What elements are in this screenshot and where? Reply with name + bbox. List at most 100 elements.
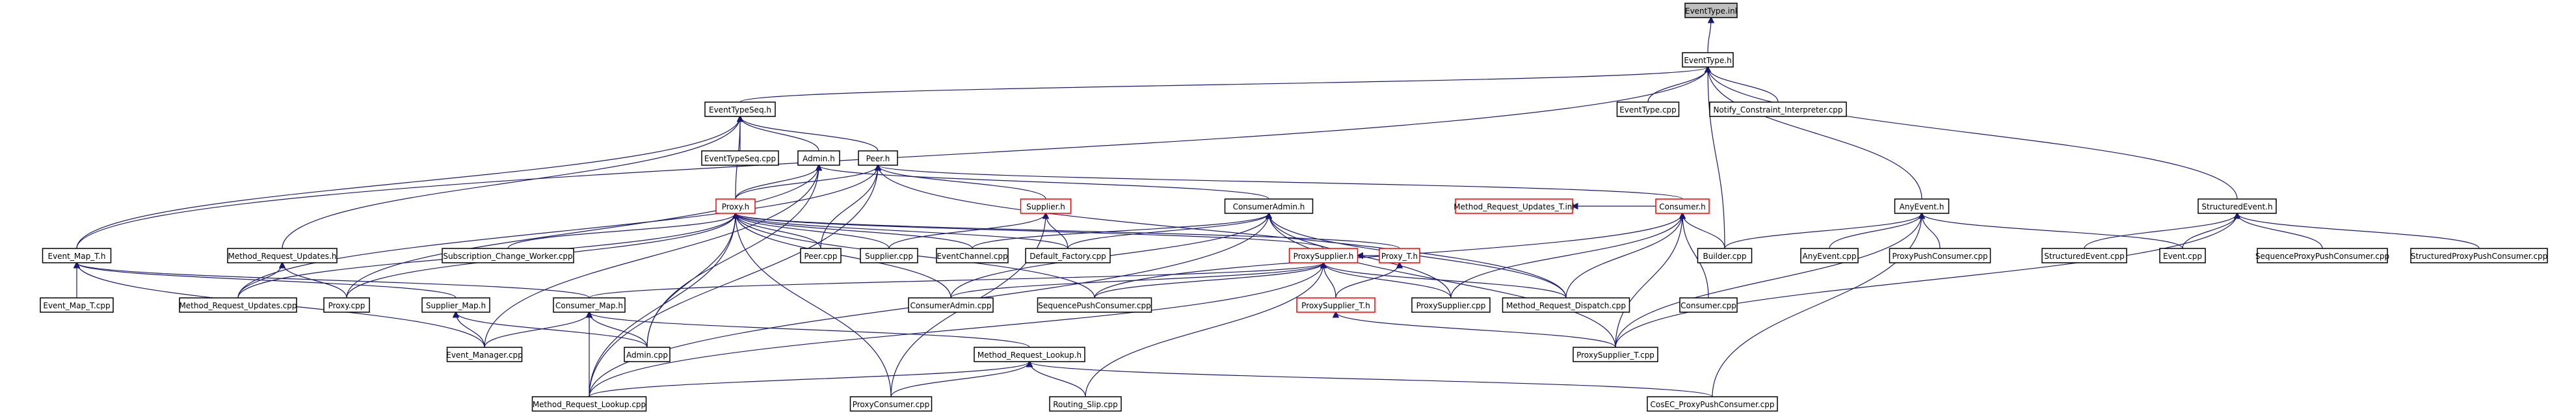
node-event-manager-cpp[interactable]: Event_Manager.cpp [446,347,523,362]
node-proxy-t-h[interactable]: Proxy_T.h [1379,248,1420,263]
edge-structproxypushconsumer_cpp-to-structuredevent_h [2237,213,2480,249]
node-box [323,297,370,313]
node-eventtype-h[interactable]: EventType.h [1682,52,1734,68]
node-box [1049,396,1122,412]
node-anyevent-cpp[interactable]: AnyEvent.cpp [1800,248,1859,263]
edge-mrl_h-to-consumer_map_h [589,312,1030,348]
edge-default_factory_cpp-to-proxy_h [736,213,1069,249]
edge-consumeradmin_cpp-to-proxysupplier_h [950,263,1323,299]
edge-proxysupplier_h-to-proxy_h [736,213,1324,249]
node-mrd-cpp[interactable]: Method_Request_Dispatch.cpp [1502,297,1630,313]
node-label: AnyEvent.cpp [1803,252,1857,261]
node-anyevent-h[interactable]: AnyEvent.h [1894,198,1950,214]
node-eventtypeseq-h[interactable]: EventTypeSeq.h [704,101,776,117]
node-label: Builder.cpp [1703,252,1747,261]
node-proxyconsumer-cpp[interactable]: ProxyConsumer.cpp [849,396,933,412]
node-label: EventChannel.cpp [936,252,1007,261]
node-structuredevent-h[interactable]: StructuredEvent.h [2198,198,2277,214]
node-box [1379,248,1420,263]
node-box [1296,297,1375,313]
node-label: Event_Manager.cpp [446,351,523,360]
node-mrl-h[interactable]: Method_Request_Lookup.h [974,347,1085,362]
node-structproxypushconsumer-cpp[interactable]: StructuredProxyPushConsumer.cpp [2410,248,2548,263]
node-consumeradmin-h[interactable]: ConsumerAdmin.h [1224,198,1314,214]
edge-routing_slip_cpp-to-mrl_h [1029,362,1086,397]
node-eventtype-cpp[interactable]: EventType.cpp [1616,101,1680,117]
node-cosec-ppc-cpp[interactable]: CosEC_ProxyPushConsumer.cpp [1647,396,1778,412]
edge-event_map_t_h-to-eventtypeseq_h [76,116,740,249]
node-eventtype-inl[interactable]: EventType.inl [1684,3,1738,18]
node-label: StructuredEvent.h [2201,202,2272,211]
edge-proxyconsumer_cpp-to-proxy_h [736,213,892,397]
node-notify-ci-cpp[interactable]: Notify_Constraint_Interpreter.cpp [1709,101,1847,117]
node-box [1889,248,1991,263]
edge-proxy_h-to-admin_h [735,165,819,200]
node-mru-t-inl[interactable]: Method_Request_Updates_T.inl [1454,198,1574,214]
node-proxysupplier-t-cpp[interactable]: ProxySupplier_T.cpp [1573,347,1658,362]
node-seqproxypushconsumer-cpp[interactable]: SequenceProxyPushConsumer.cpp [2255,248,2389,263]
node-default-factory-cpp[interactable]: Default_Factory.cpp [1025,248,1111,263]
node-consumer-h[interactable]: Consumer.h [1655,198,1710,214]
node-proxy-h[interactable]: Proxy.h [715,198,756,214]
node-proxy-cpp[interactable]: Proxy.cpp [323,297,370,313]
edge-mrl_cpp-to-proxysupplier_h [589,263,1323,397]
node-box [797,150,840,166]
node-admin-cpp[interactable]: Admin.cpp [624,347,671,362]
node-consumer-cpp[interactable]: Consumer.cpp [1679,297,1738,313]
edge-consumer_cpp-to-consumer_h [1682,213,1709,299]
node-scw-cpp[interactable]: Subscription_Change_Worker.cpp [442,248,574,263]
node-label: SequencePushConsumer.cpp [1038,301,1150,310]
node-admin-h[interactable]: Admin.h [797,150,840,166]
node-mrl-cpp[interactable]: Method_Request_Lookup.cpp [531,396,647,412]
edge-mrl_cpp-to-peer_h [589,165,878,397]
node-box [715,198,756,214]
edge-admin_cpp-to-proxy_h [646,213,736,348]
node-label: Method_Request_Updates.h [228,252,337,261]
node-seqpushconsumer-cpp[interactable]: SequencePushConsumer.cpp [1037,297,1152,313]
node-consumer-map-h[interactable]: Consumer_Map.h [553,297,626,313]
node-event-map-t-h[interactable]: Event_Map_T.h [42,248,112,263]
edge-event_manager_cpp-to-admin_h [484,165,819,348]
edge-consumer_h-to-peer_h [878,165,1683,200]
edge-scw_cpp-to-proxy_h [507,213,736,249]
node-proxysupplier-t-h[interactable]: ProxySupplier_T.h [1296,297,1375,313]
node-box [553,297,626,313]
node-supplier-map-h[interactable]: Supplier_Map.h [421,297,490,313]
node-peer-h[interactable]: Peer.h [858,150,898,166]
node-box [421,297,490,313]
node-peer-cpp[interactable]: Peer.cpp [800,248,842,263]
edge-proxysupplier_t_h-to-proxy_t_h [1335,263,1400,299]
node-routing-slip-cpp[interactable]: Routing_Slip.cpp [1049,396,1122,412]
edge-proxysupplier_t_cpp-to-anyevent_h [1615,213,1922,348]
node-label: Admin.cpp [626,351,668,360]
node-mru-cpp[interactable]: Method_Request_Updates.cpp [179,297,297,313]
node-consumeradmin-cpp[interactable]: ConsumerAdmin.cpp [908,297,994,313]
edge-notify_ci_cpp-to-eventtype_h [1708,67,1779,103]
node-box [1682,52,1734,68]
node-proxypushconsumer-cpp[interactable]: ProxyPushConsumer.cpp [1889,248,1991,263]
node-event-cpp[interactable]: Event.cpp [2159,248,2206,263]
node-box [40,297,114,313]
node-box [849,396,933,412]
node-label: Supplier.cpp [865,252,913,261]
node-eventtypeseq-cpp[interactable]: EventTypeSeq.cpp [701,150,779,166]
edge-proxyconsumer_cpp-to-mrl_h [890,362,1029,397]
edge-proxy_h-to-peer_h [735,165,878,200]
edge-default_factory_cpp-to-consumeradmin_h [1067,213,1269,249]
edge-anyevent_h-to-eventtype_h [1708,67,1922,200]
edge-event_cpp-to-anyevent_h [1922,213,2183,249]
node-mru-h[interactable]: Method_Request_Updates.h [227,248,338,263]
node-structuredevent-cpp[interactable]: StructuredEvent.cpp [2041,248,2127,263]
node-label: ConsumerAdmin.h [1233,202,1305,211]
node-event-map-t-cpp[interactable]: Event_Map_T.cpp [40,297,114,313]
node-supplier-cpp[interactable]: Supplier.cpp [860,248,918,263]
node-supplier-h[interactable]: Supplier.h [1020,198,1072,214]
node-proxysupplier-h[interactable]: ProxySupplier.h [1288,248,1359,263]
node-eventchannel-cpp[interactable]: EventChannel.cpp [936,248,1009,263]
node-label: Method_Request_Lookup.h [977,351,1082,360]
node-label: Event.cpp [2163,252,2202,261]
edge-supplier_cpp-to-proxy_h [736,213,890,249]
node-builder-cpp[interactable]: Builder.cpp [1697,248,1753,263]
node-box [701,150,779,166]
node-proxysupplier-cpp[interactable]: ProxySupplier.cpp [1411,297,1491,313]
